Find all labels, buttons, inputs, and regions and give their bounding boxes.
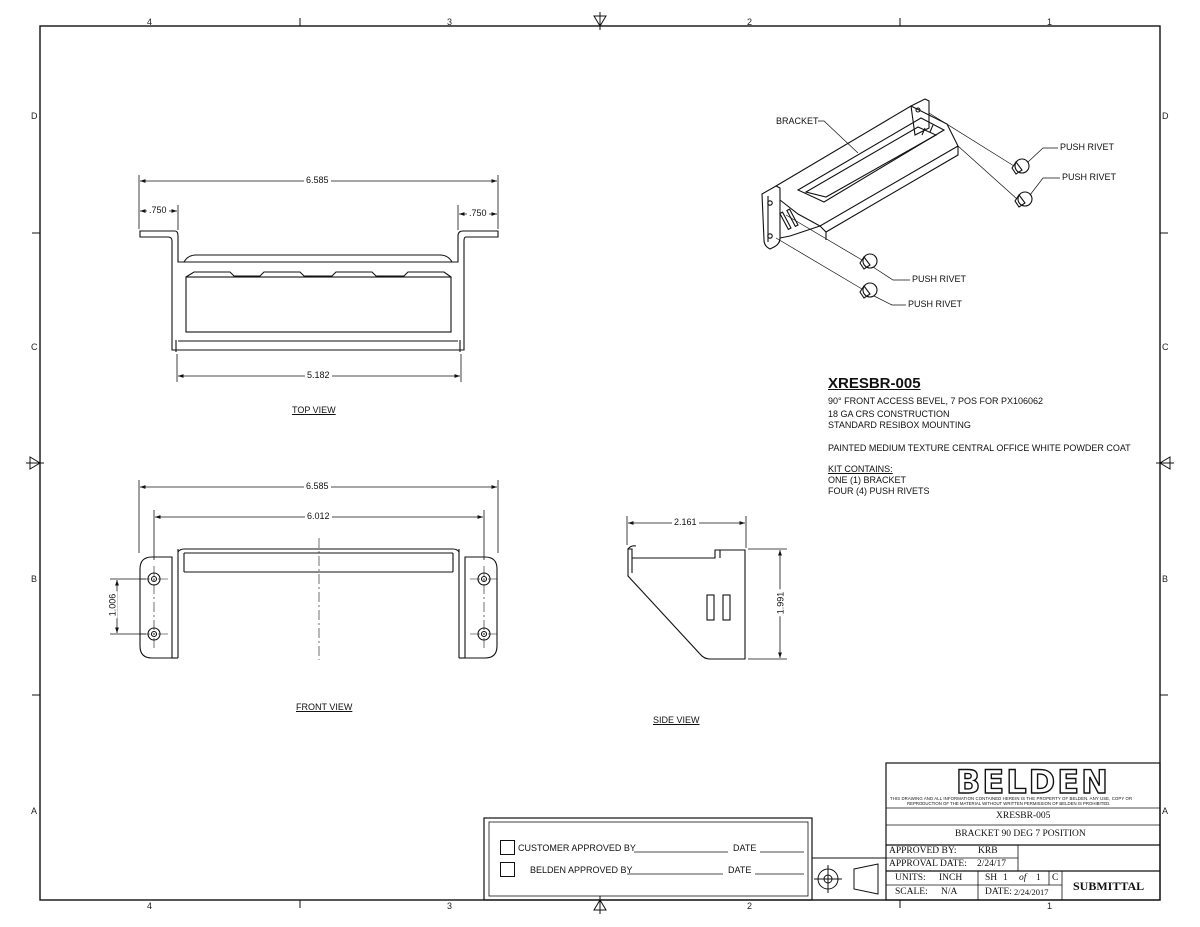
belden-logo: BELDEN xyxy=(955,762,1110,801)
dim-side-height: 1.991 xyxy=(775,589,786,617)
kit-item-2: FOUR (4) PUSH RIVETS xyxy=(828,486,930,496)
title-block-description: BRACKET 90 DEG 7 POSITION xyxy=(955,829,1086,839)
isometric-drawing xyxy=(761,98,1033,299)
dim-top-right-tab: .750 xyxy=(467,208,489,218)
side-view-dimensions xyxy=(626,516,787,660)
top-view-dimensions xyxy=(138,175,499,382)
push-rivet-callout-4: PUSH RIVET xyxy=(908,299,963,309)
dim-top-inner: 5.182 xyxy=(305,370,332,380)
dim-front-overall: 6.585 xyxy=(304,481,331,491)
zone-col-4-bottom: 4 xyxy=(147,901,153,911)
front-view-centerlines xyxy=(140,538,497,660)
approval-box-frame xyxy=(483,817,813,901)
zone-col-2-top: 2 xyxy=(747,17,753,27)
status-stamp: SUBMITTAL xyxy=(1073,879,1145,893)
approved-by-value: KRB xyxy=(978,846,998,856)
zone-col-1-top: 1 xyxy=(1047,17,1053,27)
zone-col-3-bottom: 3 xyxy=(447,901,453,911)
zone-row-d-right: D xyxy=(1162,111,1169,121)
customer-date-label: DATE xyxy=(733,843,757,853)
projection-symbol xyxy=(811,857,887,901)
zone-row-b-right: B xyxy=(1162,574,1169,584)
sheet-label: SH xyxy=(985,873,998,883)
units-value: INCH xyxy=(939,873,963,883)
zone-row-c-left: C xyxy=(31,342,38,352)
push-rivet-callout-2: PUSH RIVET xyxy=(1062,172,1117,182)
notes-line-2: 18 GA CRS CONSTRUCTION xyxy=(828,409,950,419)
zone-row-a-right: A xyxy=(1162,806,1169,816)
scale-value: N/A xyxy=(941,887,958,897)
dim-front-holes: 6.012 xyxy=(305,511,332,521)
belden-approved-checkbox[interactable] xyxy=(500,862,515,877)
push-rivet-drawing xyxy=(859,158,1033,299)
zone-col-3-top: 3 xyxy=(447,17,453,27)
bracket-callout: BRACKET xyxy=(776,116,819,126)
zone-col-4-top: 4 xyxy=(147,17,153,27)
title-block-part-number: XRESBR-005 xyxy=(996,811,1051,821)
notes-line-3: STANDARD RESIBOX MOUNTING xyxy=(828,420,971,430)
units-label: UNITS: xyxy=(895,873,926,883)
kit-item-1: ONE (1) BRACKET xyxy=(828,475,907,485)
side-view-label: SIDE VIEW xyxy=(653,715,700,725)
zone-row-d-left: D xyxy=(31,111,38,121)
centering-marks xyxy=(26,12,1174,914)
dim-front-hole-spacing: 1.006 xyxy=(107,591,118,619)
date-value: 2/24/2017 xyxy=(1014,887,1049,897)
zone-col-2-bottom: 2 xyxy=(747,901,753,911)
dim-top-overall: 6.585 xyxy=(304,175,331,185)
sheet-value: 1 xyxy=(1003,873,1008,883)
top-view-label: TOP VIEW xyxy=(292,405,336,415)
isometric-leaders xyxy=(775,112,1060,306)
push-rivet-callout-3: PUSH RIVET xyxy=(912,274,967,284)
notes-line-1: 90° FRONT ACCESS BEVEL, 7 POS FOR PX1060… xyxy=(828,396,1044,406)
approval-date-value: 2/24/17 xyxy=(977,859,1007,869)
notes-part-number: XRESBR-005 xyxy=(828,375,921,392)
customer-approved-checkbox[interactable] xyxy=(500,840,515,855)
scale-label: SCALE: xyxy=(895,887,928,897)
customer-approved-label: CUSTOMER APPROVED BY xyxy=(518,843,636,853)
front-view-label: FRONT VIEW xyxy=(296,702,353,712)
date-label: DATE: xyxy=(985,887,1012,897)
disclaimer-line-1: THIS DRAWING AND ALL INFORMATION CONTAIN… xyxy=(890,796,1133,801)
zone-row-c-right: C xyxy=(1162,342,1169,352)
dim-top-left-tab: .750 xyxy=(147,205,169,215)
belden-approved-label: BELDEN APPROVED BY xyxy=(530,865,633,875)
side-view-drawing xyxy=(627,545,746,660)
front-view-drawing xyxy=(139,548,498,659)
dim-side-depth: 2.161 xyxy=(672,517,699,527)
belden-date-label: DATE xyxy=(728,865,752,875)
sheet-size: C xyxy=(1052,873,1059,883)
sheet-of-label: of xyxy=(1019,873,1027,883)
approval-date-label: APPROVAL DATE: xyxy=(889,859,967,869)
approved-by-label: APPROVED BY: xyxy=(889,846,957,856)
notes-line-4: PAINTED MEDIUM TEXTURE CENTRAL OFFICE WH… xyxy=(828,443,1131,453)
zone-row-a-left: A xyxy=(31,806,38,816)
top-view-drawing xyxy=(139,230,499,352)
zone-col-1-bottom: 1 xyxy=(1047,901,1053,911)
push-rivet-callout-1: PUSH RIVET xyxy=(1060,142,1115,152)
zone-row-b-left: B xyxy=(31,574,38,584)
title-block-frame xyxy=(885,762,1161,901)
sheet-total: 1 xyxy=(1036,873,1041,883)
kit-contains-heading: KIT CONTAINS: xyxy=(828,464,893,474)
disclaimer-line-2: REPRODUCTION OF THE MATERIAL WITHOUT WRI… xyxy=(907,801,1111,806)
